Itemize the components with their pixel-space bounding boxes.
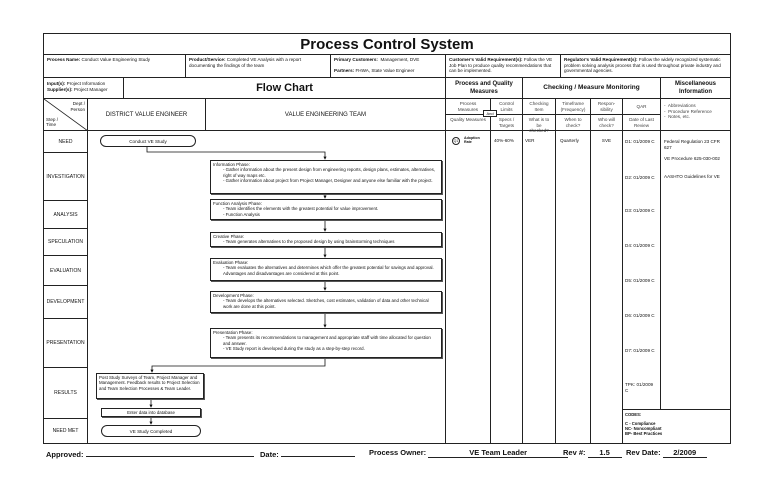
phase-line: - Gather information about the present d… bbox=[223, 167, 436, 178]
inputs: Project Information bbox=[66, 81, 106, 86]
phase-line: - VE Study report is developed during th… bbox=[223, 346, 365, 352]
phase-title: Presentation Phase: bbox=[213, 330, 253, 335]
qar-entry: D4: 01/2009 C bbox=[625, 243, 655, 248]
label: Regulator's Valid Requirement(s): bbox=[564, 57, 638, 62]
phase-line: - Team presents its recommendations to m… bbox=[223, 335, 431, 346]
label: Approved: bbox=[46, 450, 84, 459]
qar-entry: D1: 01/2009 C bbox=[625, 139, 655, 144]
rev-value[interactable]: 1.5 bbox=[587, 448, 622, 458]
label: Rev #: bbox=[563, 448, 586, 457]
codes-legend: CODES: C - Compliance NC- Noncompliant B… bbox=[622, 409, 731, 444]
misc-item: - Procedure Reference bbox=[664, 108, 712, 114]
phase-title: Information Phase: bbox=[213, 162, 250, 167]
label: Date: bbox=[260, 450, 279, 459]
label: Rev Date: bbox=[626, 448, 661, 457]
rev-date-field[interactable]: Rev Date: 2/2009 bbox=[626, 448, 707, 458]
creative-phase-box: Creative Phase:- Team generates alternat… bbox=[210, 232, 442, 247]
customer-req: Follow the VE Job Plan to produce qualit… bbox=[449, 57, 553, 74]
presentation-phase-box: Presentation Phase:- Team presents its r… bbox=[210, 328, 442, 358]
dept-label: Dept / Person bbox=[70, 101, 85, 112]
measure-badge: Q1 bbox=[452, 137, 460, 145]
column-divider bbox=[590, 130, 591, 444]
suppliers: Project Manager bbox=[73, 86, 108, 92]
label: Product/Service: bbox=[189, 57, 226, 62]
phase-title: Function Analysis Phase: bbox=[213, 201, 263, 206]
column-divider bbox=[445, 130, 446, 444]
codes-title: CODES: bbox=[625, 412, 642, 417]
phase-title: Development Phase: bbox=[213, 293, 254, 298]
approved-value[interactable] bbox=[85, 448, 254, 457]
phase-line: - Function Analysis bbox=[223, 211, 260, 217]
misc-header: - Abbreviations - Procedure Reference - … bbox=[660, 98, 731, 131]
column-divider bbox=[555, 130, 556, 444]
column-divider bbox=[622, 130, 623, 444]
date-field[interactable]: Date: bbox=[260, 448, 355, 459]
label: Customer's Valid Requirement(s): bbox=[449, 57, 523, 62]
page-title: Process Control System bbox=[300, 36, 474, 53]
date-value[interactable] bbox=[280, 448, 355, 457]
phase-line: - Team generates alternatives to the pro… bbox=[223, 239, 395, 245]
qar-entry: D5: 01/2009 C bbox=[625, 278, 655, 283]
qar-entry: D3: 01/2009 C bbox=[625, 208, 655, 213]
and-label: And bbox=[483, 110, 497, 117]
qar-entry: TPK: 01/2009 C bbox=[625, 382, 654, 393]
target-value: 40%-60% bbox=[494, 138, 514, 143]
label: Input(s): bbox=[47, 81, 66, 86]
phase-line: - Team develops the alternatives selecte… bbox=[223, 298, 429, 309]
post-study-box: Post Study Surveys of Team, Project Mana… bbox=[96, 373, 204, 399]
rev-field[interactable]: Rev #: 1.5 bbox=[563, 448, 622, 458]
column-divider bbox=[522, 130, 523, 444]
code-item: C - Compliance bbox=[625, 421, 656, 426]
product: Completed VE Analysis with a report docu… bbox=[189, 57, 302, 68]
phase-line: - Team evaluates the alternatives and de… bbox=[223, 265, 434, 276]
end-terminator: VE Study Completed bbox=[101, 425, 201, 437]
misc-info: Federal Regulation 23 CFR 627 bbox=[664, 139, 720, 150]
checking-item-value: VER bbox=[525, 138, 535, 143]
owner-value[interactable]: VE Team Leader bbox=[428, 448, 569, 458]
label: Supplier(s): bbox=[47, 86, 73, 92]
label: Primary Customers: bbox=[334, 57, 378, 62]
phase-line: - Gather information about project from … bbox=[223, 178, 433, 184]
evaluation-phase-box: Evaluation Phase:- Team evaluates the al… bbox=[210, 258, 442, 281]
enter-data-box: Enter data into database bbox=[101, 408, 201, 417]
start-terminator: Conduct VE Study bbox=[100, 135, 196, 147]
label: Partners: bbox=[334, 68, 355, 74]
phase-title: Creative Phase: bbox=[213, 234, 245, 239]
code-item: BP- Best Practices bbox=[625, 431, 663, 436]
column-divider bbox=[660, 130, 661, 410]
code-item: NC- Noncompliant bbox=[625, 426, 662, 431]
misc-item: - Notes, etc. bbox=[664, 114, 691, 120]
frequency-value: Quarterly bbox=[560, 138, 579, 143]
function-analysis-phase-box: Function Analysis Phase:- Team identifie… bbox=[210, 199, 442, 220]
partners: FHWA, State Value Engineer bbox=[355, 68, 415, 74]
phase-title: Evaluation Phase: bbox=[213, 260, 249, 265]
step-need-met: NEED MET bbox=[43, 418, 88, 444]
process-name: Conduct Value Engineering Study bbox=[81, 57, 151, 62]
qar-entry: D6: 01/2009 C bbox=[625, 313, 655, 318]
rev-date-value[interactable]: 2/2009 bbox=[662, 448, 707, 458]
column-divider bbox=[490, 130, 491, 444]
approved-field[interactable]: Approved: bbox=[46, 448, 254, 459]
information-phase-box: Information Phase:- Gather information a… bbox=[210, 160, 442, 194]
phase-line: - Team identifies the elements with the … bbox=[223, 206, 379, 212]
qar-entry: D2: 01/2009 C bbox=[625, 175, 655, 180]
regulator-req: Follow the widely recognized systematic … bbox=[564, 57, 721, 74]
process-owner-field[interactable]: Process Owner: VE Team Leader bbox=[369, 448, 569, 458]
label: Process Name: bbox=[47, 57, 81, 62]
diagonal-divider bbox=[44, 99, 88, 131]
responsible-value: SVE bbox=[601, 138, 612, 143]
development-phase-box: Development Phase:- Team develops the al… bbox=[210, 291, 442, 313]
misc-item: - Abbreviations bbox=[664, 103, 696, 108]
measure-name: Adoption Rate bbox=[464, 136, 480, 145]
label: Process Owner: bbox=[369, 448, 427, 457]
misc-info: AASHTO Guidelines for VE bbox=[664, 174, 720, 179]
customers: Management, DVE bbox=[380, 57, 420, 62]
qar-entry: D7: 01/2009 C bbox=[625, 348, 655, 353]
step-label: Step / Time bbox=[46, 116, 59, 128]
misc-info: VE Procedure 625-030-002 bbox=[664, 156, 720, 161]
